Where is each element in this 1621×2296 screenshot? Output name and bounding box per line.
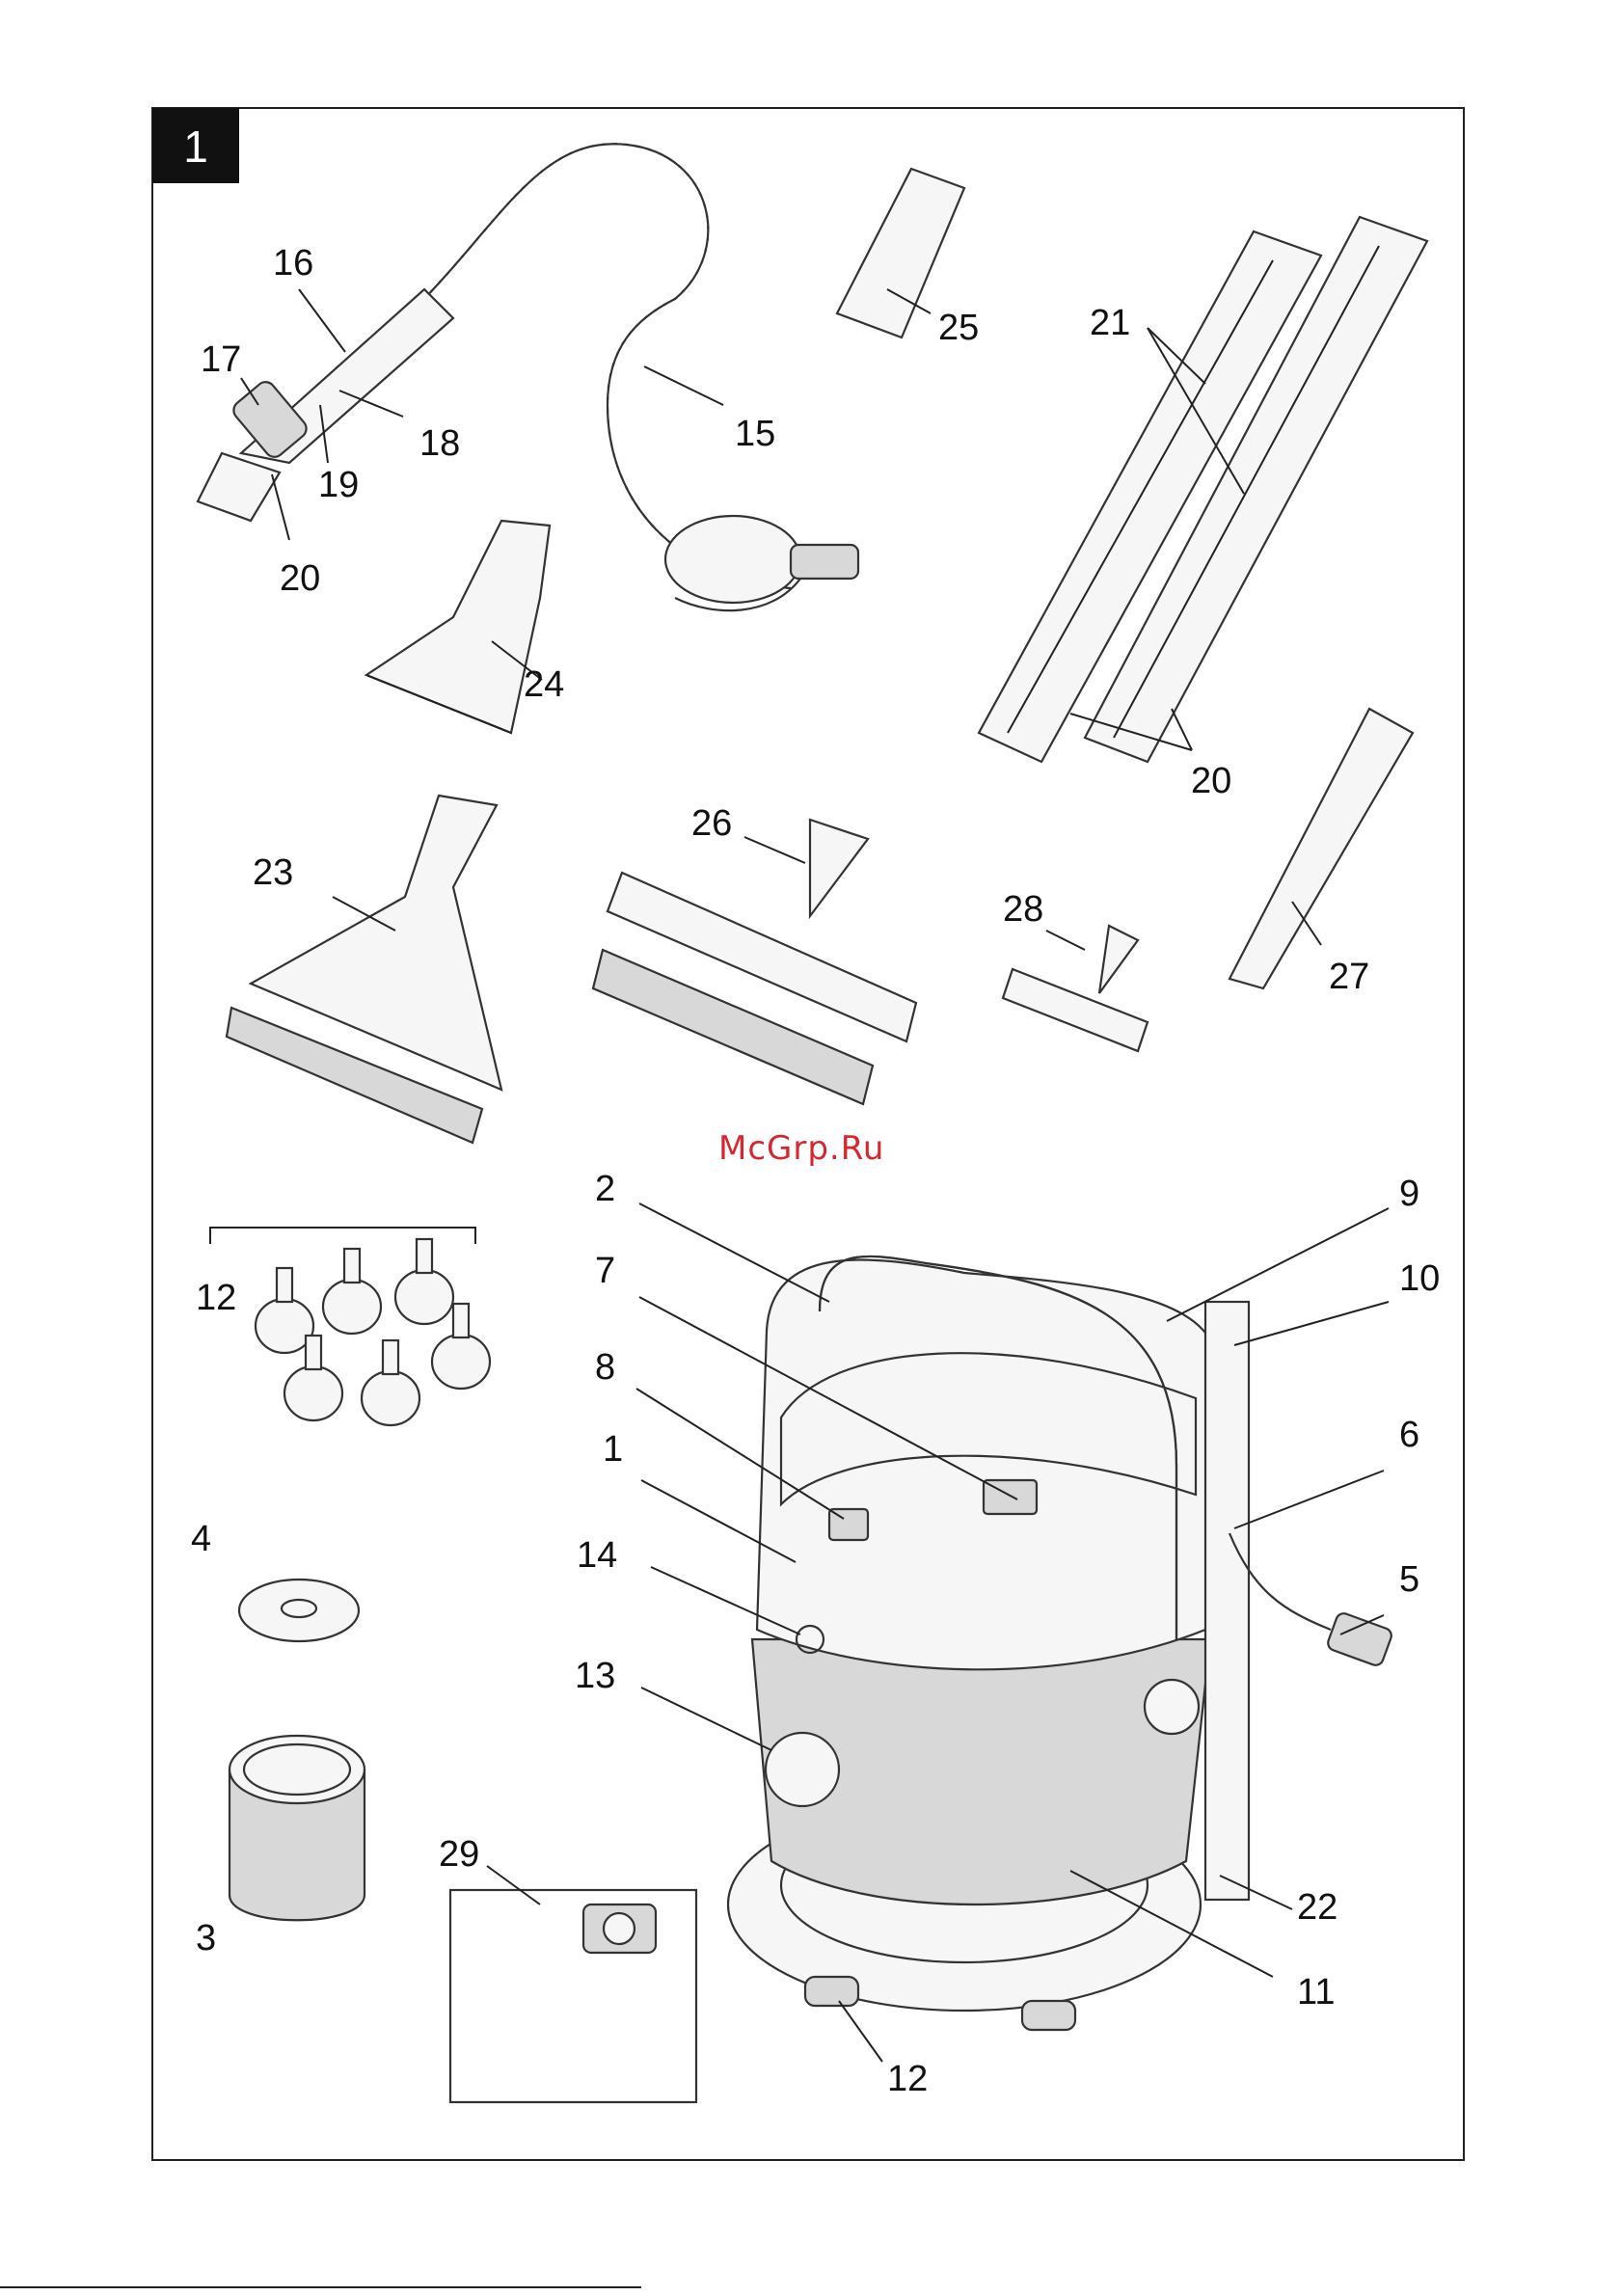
- label-9: 9: [1399, 1174, 1419, 1214]
- label-15: 15: [735, 414, 775, 454]
- label-24: 24: [524, 664, 564, 705]
- watermark-text: McGrp.Ru: [718, 1129, 884, 1168]
- filter-disc: [239, 1580, 359, 1641]
- label-28: 28: [1003, 889, 1043, 930]
- label-19: 19: [318, 465, 359, 505]
- upholstery-nozzle-large: [227, 796, 501, 1143]
- label-1: 1: [603, 1429, 623, 1470]
- floor-nozzle: [593, 820, 916, 1104]
- castors-set: [210, 1228, 490, 1425]
- label-4: 4: [191, 1519, 211, 1559]
- label-11: 11: [1297, 1972, 1335, 2012]
- label-3: 3: [196, 1918, 216, 1958]
- label-14: 14: [577, 1535, 617, 1576]
- label-29: 29: [439, 1834, 479, 1875]
- figure-number: 1: [183, 122, 208, 172]
- label-10: 10: [1399, 1258, 1440, 1299]
- label-7: 7: [595, 1251, 615, 1291]
- label-20a: 20: [280, 558, 320, 599]
- label-12b: 12: [887, 2059, 928, 2099]
- label-26: 26: [691, 803, 732, 844]
- crevice-nozzle: [1229, 709, 1413, 988]
- label-23: 23: [253, 852, 293, 893]
- label-20b: 20: [1191, 761, 1231, 801]
- label-13: 13: [575, 1656, 615, 1696]
- label-17: 17: [201, 339, 241, 380]
- suction-tubes: [979, 217, 1427, 762]
- label-12a: 12: [196, 1278, 236, 1318]
- label-16: 16: [273, 243, 313, 284]
- filter-cartridge: [230, 1736, 365, 1920]
- label-18: 18: [419, 423, 460, 464]
- label-22: 22: [1297, 1887, 1337, 1928]
- info-card: [450, 1890, 696, 2102]
- hose-drawing: [415, 144, 858, 610]
- label-25: 25: [938, 308, 979, 348]
- upholstery-nozzle-small: [366, 521, 550, 733]
- label-21: 21: [1090, 303, 1130, 343]
- label-27: 27: [1329, 957, 1369, 997]
- label-5: 5: [1399, 1559, 1419, 1600]
- label-6: 6: [1399, 1415, 1419, 1455]
- label-2: 2: [595, 1169, 615, 1209]
- vacuum-cleaner-body: [728, 1256, 1393, 2030]
- label-8: 8: [595, 1347, 615, 1388]
